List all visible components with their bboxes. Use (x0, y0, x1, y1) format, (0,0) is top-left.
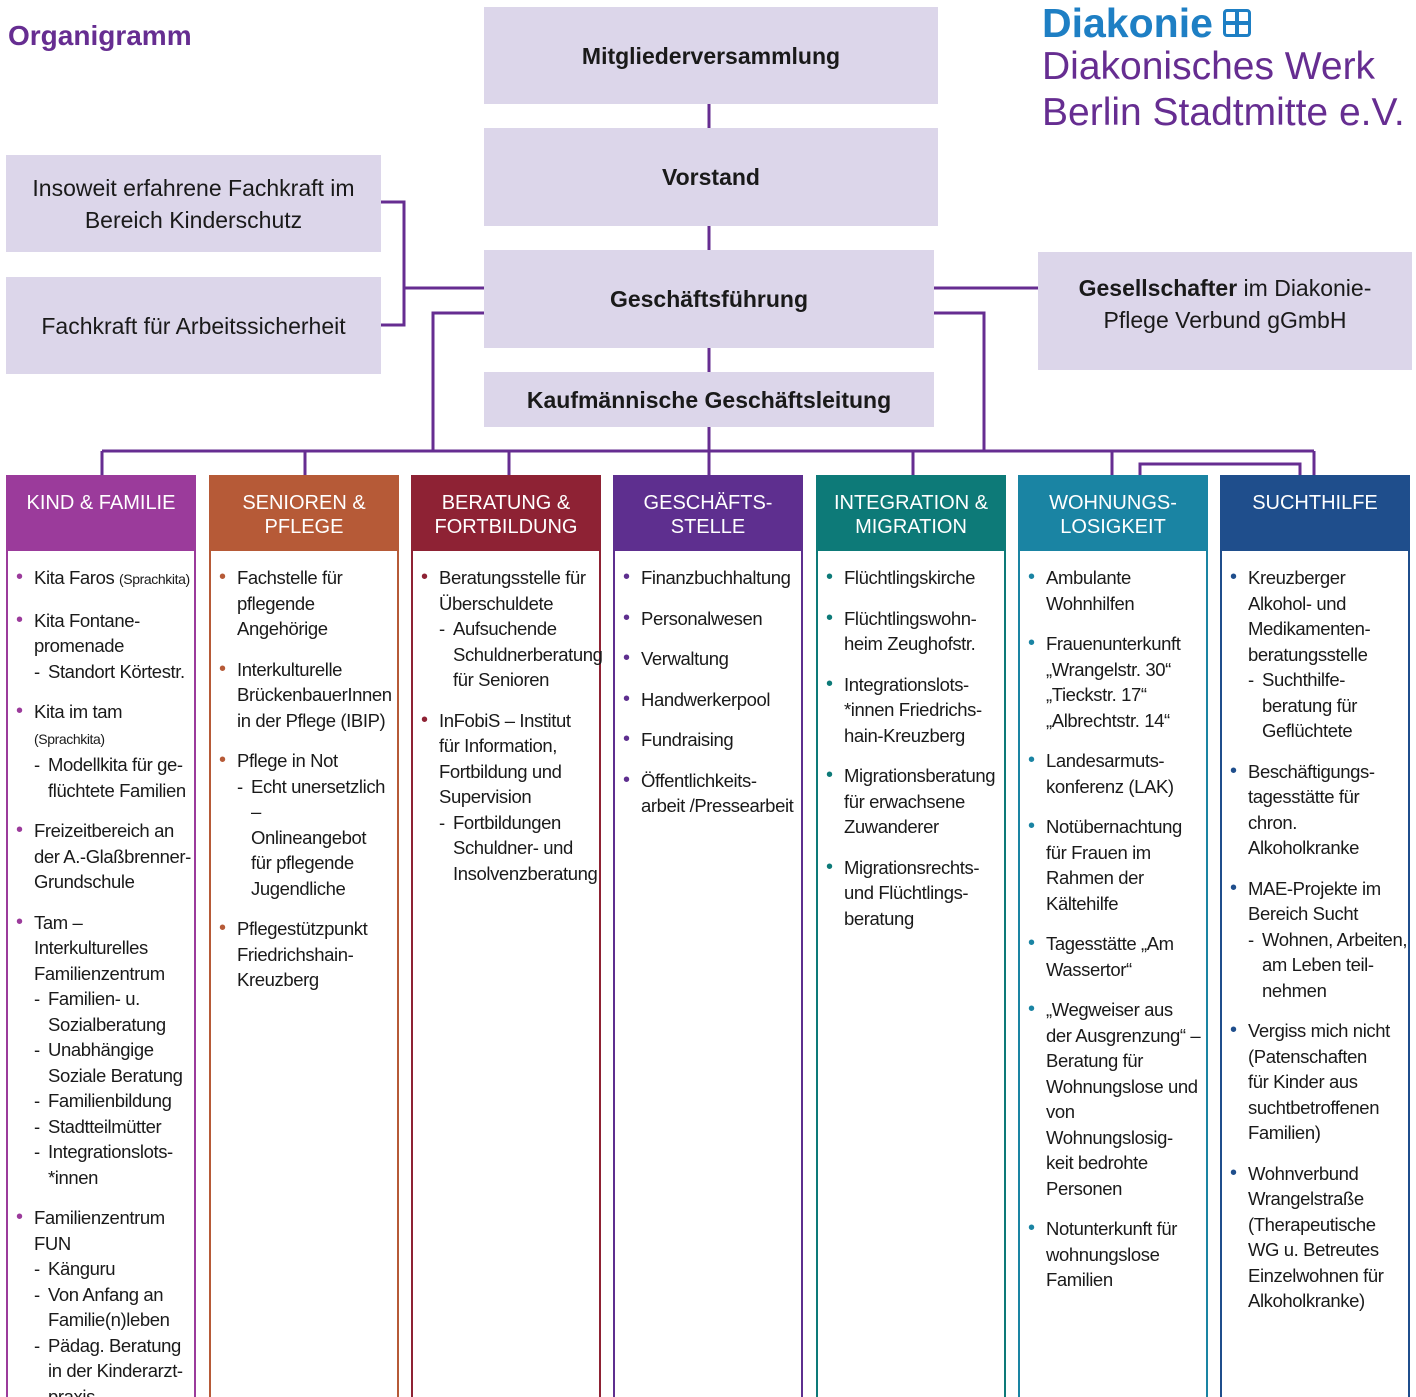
column-header-wohnung: WOHNUNGS-LOSIGKEIT (1020, 477, 1206, 551)
list-item: Kita Faros (Sprachkita) (16, 565, 194, 593)
list-item: Öffentlichkeits-arbeit /Pressearbeit (623, 768, 801, 819)
line-gf-right-drop (934, 311, 986, 451)
list-item: Beschäftigungs-tagesstätte für chron.Alk… (1230, 759, 1408, 861)
list-item: Fundraising (623, 727, 801, 753)
box-geschaeftsfuehrung: Geschäftsführung (484, 250, 934, 348)
list-item: Landesarmuts-konferenz (LAK) (1028, 748, 1206, 799)
list-item: Kita Fontane-promenadeStandort Körtestr. (16, 608, 194, 685)
column-integration: INTEGRATION &MIGRATIONFlüchtlingskircheF… (816, 475, 1006, 1397)
list-item: Flüchtlingswohn-heim Zeughofstr. (826, 606, 1004, 657)
list-item: Integrationslots-*innen Friedrichs-hain-… (826, 672, 1004, 749)
column-list-integration: FlüchtlingskircheFlüchtlingswohn-heim Ze… (818, 551, 1004, 931)
column-header-integration: INTEGRATION &MIGRATION (818, 477, 1004, 551)
column-kind: KIND & FAMILIEKita Faros (Sprachkita)Kit… (6, 475, 196, 1397)
column-beratung: BERATUNG &FORTBILDUNG Beratungsstelle für… (411, 475, 603, 1397)
line-wohnung-sucht-link (1138, 462, 1302, 477)
brand-line-1: Diakonisches Werk (1042, 45, 1376, 88)
line-staff (381, 200, 406, 327)
sub-item: Familien- u.Sozialberatung (34, 986, 194, 1037)
column-list-kind: Kita Faros (Sprachkita) Kita Fontane-prom… (8, 551, 194, 1397)
gesellschafter-bold: Gesellschafter (1078, 275, 1238, 301)
column-list-wohnung: AmbulanteWohnhilfenFrauenunterkunft„Wran… (1020, 551, 1206, 1293)
brand-name-text: Diakonie (1042, 0, 1213, 46)
box-vorstand: Vorstand (484, 128, 938, 226)
sub-item: Wohnen, Arbeiten,am Leben teil-nehmen (1248, 927, 1408, 1004)
list-item: Freizeitbereich ander A.-Glaßbrenner-Gru… (16, 818, 194, 895)
list-item: Flüchtlingskirche (826, 565, 1004, 591)
list-item: FamilienzentrumFUNKänguruVon Anfang anFa… (16, 1205, 194, 1397)
box-mitgliederversammlung: Mitgliederversammlung (484, 7, 938, 104)
page-title: Organigramm (8, 20, 192, 51)
brand-line-2: Berlin Stadtmitte e.V. (1042, 91, 1405, 134)
column-list-geschaeft: FinanzbuchhaltungPersonalwesenVerwaltung… (615, 551, 801, 819)
list-item: Tam – InterkulturellesFamilienzentrumFam… (16, 910, 194, 1191)
sub-item: Standort Körtestr. (34, 659, 194, 685)
column-geschaeft: GESCHÄFTS-STELLEFinanzbuchhaltungPersona… (613, 475, 803, 1397)
column-header-geschaeft: GESCHÄFTS-STELLE (615, 477, 801, 551)
line-gf-left-drop (431, 311, 484, 451)
column-list-beratung: Beratungsstelle fürÜberschuldeteAufsuche… (413, 551, 603, 887)
list-item: Finanzbuchhaltung (623, 565, 801, 591)
column-header-beratung: BERATUNG &FORTBILDUNG (413, 477, 599, 551)
diakonie-cross-icon (1222, 9, 1251, 37)
list-item: Beratungsstelle fürÜberschuldeteAufsuche… (421, 565, 603, 693)
box-kaufmaennische-geschaeftsleitung: Kaufmännische Geschäftsleitung (484, 372, 934, 427)
sub-item: Känguru (34, 1256, 194, 1282)
sub-item: Modellkita für ge-flüchtete Familien (34, 752, 194, 803)
brand-logo: Diakonie Diakonisches Werk Berlin Stadtm… (1042, 2, 1412, 136)
list-item: Verwaltung (623, 646, 801, 672)
column-list-senioren: Fachstelle fürpflegendeAngehörigeInterku… (211, 551, 397, 993)
box-kinderschutz: Insoweit erfahrene Fachkraft im Bereich … (6, 155, 381, 252)
list-item: Handwerkerpool (623, 687, 801, 713)
box-gesellschafter: Gesellschafter im Diakonie-Pflege Verbun… (1038, 252, 1412, 370)
column-senioren: SENIOREN &PFLEGEFachstelle fürpflegendeA… (209, 475, 399, 1397)
column-header-sucht: SUCHTHILFE (1222, 477, 1408, 551)
sub-item: Familienbildung (34, 1088, 194, 1114)
list-item: Personalwesen (623, 606, 801, 632)
list-item: Kita im tam (Sprachkita)Modellkita für g… (16, 699, 194, 803)
list-item: Frauenunterkunft„Wrangelstr. 30“„Tieckst… (1028, 631, 1206, 733)
column-header-kind: KIND & FAMILIE (8, 477, 194, 551)
list-item: WohnverbundWrangelstraße(TherapeutischeW… (1230, 1161, 1408, 1314)
list-item: Pflege in NotEcht unersetzlich –Onlinean… (219, 748, 397, 901)
box-arbeitssicherheit: Fachkraft für Arbeitssicherheit (6, 277, 381, 374)
sub-item: Integrationslots-*innen (34, 1139, 194, 1190)
list-item: Migrationsrechts-und Flüchtlings-beratun… (826, 855, 1004, 932)
gesellschafter-rest: im Diakonie-Pflege Verbund gGmbH (1103, 275, 1372, 333)
column-header-senioren: SENIOREN &PFLEGE (211, 477, 397, 551)
brand-name: Diakonie (1042, 2, 1412, 44)
sub-item: Stadtteilmütter (34, 1114, 194, 1140)
column-wohnung: WOHNUNGS-LOSIGKEITAmbulanteWohnhilfenFra… (1018, 475, 1208, 1397)
